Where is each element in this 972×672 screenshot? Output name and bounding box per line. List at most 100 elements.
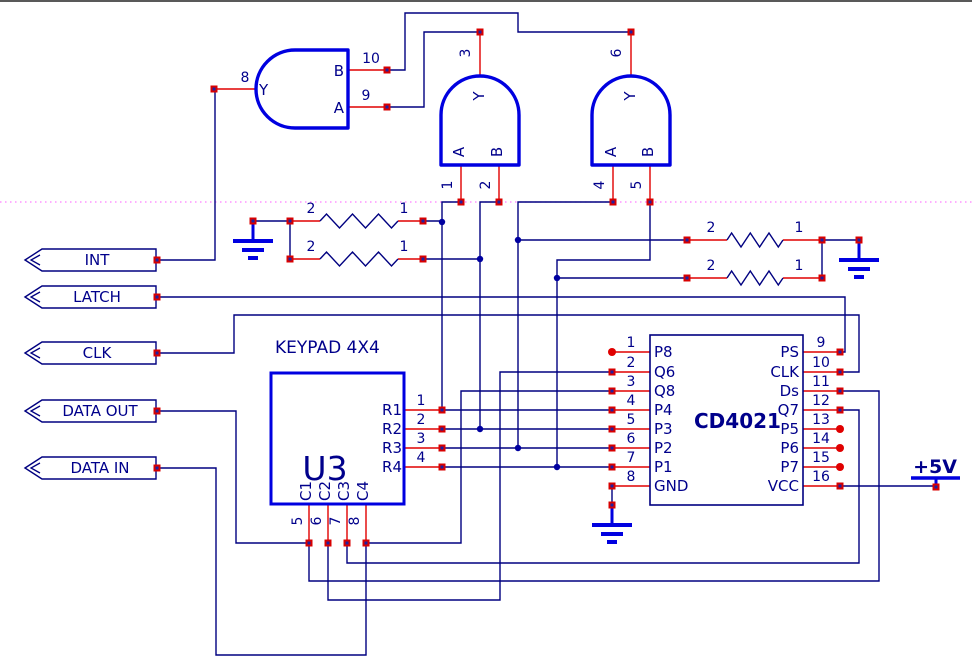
pin-label: P3 [654, 420, 673, 438]
pin-label: C4 [354, 481, 372, 501]
keypad-u3[interactable]: KEYPAD 4X4 U3 R1 R2 R3 R4 1 2 3 4 C1 C2 … [269, 338, 426, 526]
pin-number: 12 [812, 393, 830, 409]
pin-number: 2 [707, 258, 716, 274]
pin-number: 1 [440, 181, 456, 190]
port-label: DATA IN [70, 459, 129, 477]
pin-number: 5 [627, 412, 636, 428]
pin-label: R1 [382, 401, 402, 419]
pin-number: 1 [795, 220, 804, 236]
pin-number: 10 [362, 51, 380, 67]
pin-label: PS [780, 343, 799, 361]
pin-number: 8 [627, 469, 636, 485]
resistor-4[interactable]: 2 1 [707, 258, 804, 286]
pin-number: 14 [812, 431, 830, 447]
pin-number: 5 [290, 517, 306, 526]
pin-label: GND [654, 477, 688, 495]
pin-number: 8 [241, 70, 250, 86]
port-label: INT [85, 251, 111, 269]
pin-number: 1 [627, 335, 636, 351]
pin-label: C2 [316, 481, 334, 501]
pin-label: C3 [335, 481, 353, 501]
gate-input-label: A [334, 99, 345, 117]
pin-number: 1 [795, 258, 804, 274]
pin-number: 2 [707, 220, 716, 236]
vcc-label: +5V [913, 456, 957, 478]
pin-label: R4 [382, 458, 402, 476]
pin-number: 2 [417, 412, 426, 428]
keypad-title: KEYPAD 4X4 [275, 338, 380, 358]
ic-cd4021[interactable]: CD4021 1 2 3 4 5 6 7 8 P8 Q6 Q8 P4 P3 P2… [627, 334, 830, 506]
and-gate-vertical-1[interactable]: Y 3 A B 1 2 [439, 49, 521, 190]
port-data-in[interactable]: DATA IN [24, 456, 157, 480]
pin-label: P7 [780, 458, 799, 476]
pin-number: 6 [609, 48, 625, 57]
pin-label: P1 [654, 458, 673, 476]
port-label: LATCH [73, 288, 121, 306]
pin-number: 15 [812, 450, 830, 466]
ic-name: CD4021 [694, 409, 781, 433]
pin-number: 4 [417, 450, 426, 466]
pin-label: P6 [780, 439, 799, 457]
pin-number: 2 [627, 355, 636, 371]
wires [157, 12, 936, 656]
resistor-2[interactable]: 2 1 [307, 239, 409, 267]
pin-number: 2 [307, 201, 316, 217]
port-latch[interactable]: LATCH [24, 285, 157, 309]
pin-label: P4 [654, 401, 673, 419]
pin-number: 11 [812, 374, 830, 390]
pin-number: 4 [627, 393, 636, 409]
pin-number: 4 [592, 180, 608, 189]
and-gate-horizontal[interactable]: B A Y 8 10 9 [241, 48, 380, 130]
pin-label: C1 [297, 481, 315, 501]
pin-number: 7 [328, 517, 344, 526]
pin-number: 1 [400, 201, 409, 217]
gate-output-label: Y [621, 91, 639, 102]
pin-label: Q6 [654, 363, 675, 381]
pin-label: Q8 [654, 382, 675, 400]
pin-number: 13 [812, 412, 830, 428]
pin-number: 2 [478, 181, 494, 190]
pin-label: Q7 [778, 401, 799, 419]
gate-input-label: A [450, 146, 468, 157]
gate-input-label: B [639, 147, 657, 157]
pin-label: P2 [654, 439, 673, 457]
keypad-refdes: U3 [302, 449, 347, 488]
port-clk[interactable]: CLK [24, 341, 157, 365]
pin-number: 6 [627, 431, 636, 447]
pin-number: 16 [812, 469, 830, 485]
pin-label: P5 [780, 420, 799, 438]
pin-number: 10 [812, 355, 830, 371]
pin-label: Ds [780, 382, 800, 400]
pin-wires [214, 32, 840, 543]
gate-input-label: B [334, 62, 344, 80]
pin-number: 6 [309, 516, 325, 525]
pin-label: R2 [382, 420, 402, 438]
resistor-1[interactable]: 2 1 [307, 201, 409, 229]
pin-number: 5 [629, 181, 645, 190]
pin-number: 9 [362, 88, 371, 104]
gate-input-label: A [602, 146, 620, 157]
pin-number: 8 [347, 517, 363, 526]
pin-number: 3 [458, 49, 474, 58]
gate-input-label: B [488, 147, 506, 157]
port-int[interactable]: INT [24, 248, 157, 272]
pin-number: 3 [627, 374, 636, 390]
vcc-symbol: +5V [911, 456, 960, 488]
pin-number: 1 [400, 239, 409, 255]
and-gate-vertical-2[interactable]: Y 6 A B 4 5 [590, 48, 672, 190]
pin-number: 1 [417, 393, 426, 409]
port-label: CLK [83, 344, 113, 362]
pin-number: 9 [817, 335, 826, 351]
gate-output-label: Y [470, 91, 488, 102]
gate-output-label: Y [258, 81, 269, 99]
resistor-3[interactable]: 2 1 [707, 220, 804, 248]
pin-label: CLK [770, 363, 800, 381]
pin-number: 3 [417, 431, 426, 447]
port-data-out[interactable]: DATA OUT [24, 399, 157, 423]
pin-number: 2 [307, 239, 316, 255]
pin-label: VCC [768, 477, 799, 495]
pin-label: P8 [654, 343, 673, 361]
port-label: DATA OUT [62, 402, 138, 420]
